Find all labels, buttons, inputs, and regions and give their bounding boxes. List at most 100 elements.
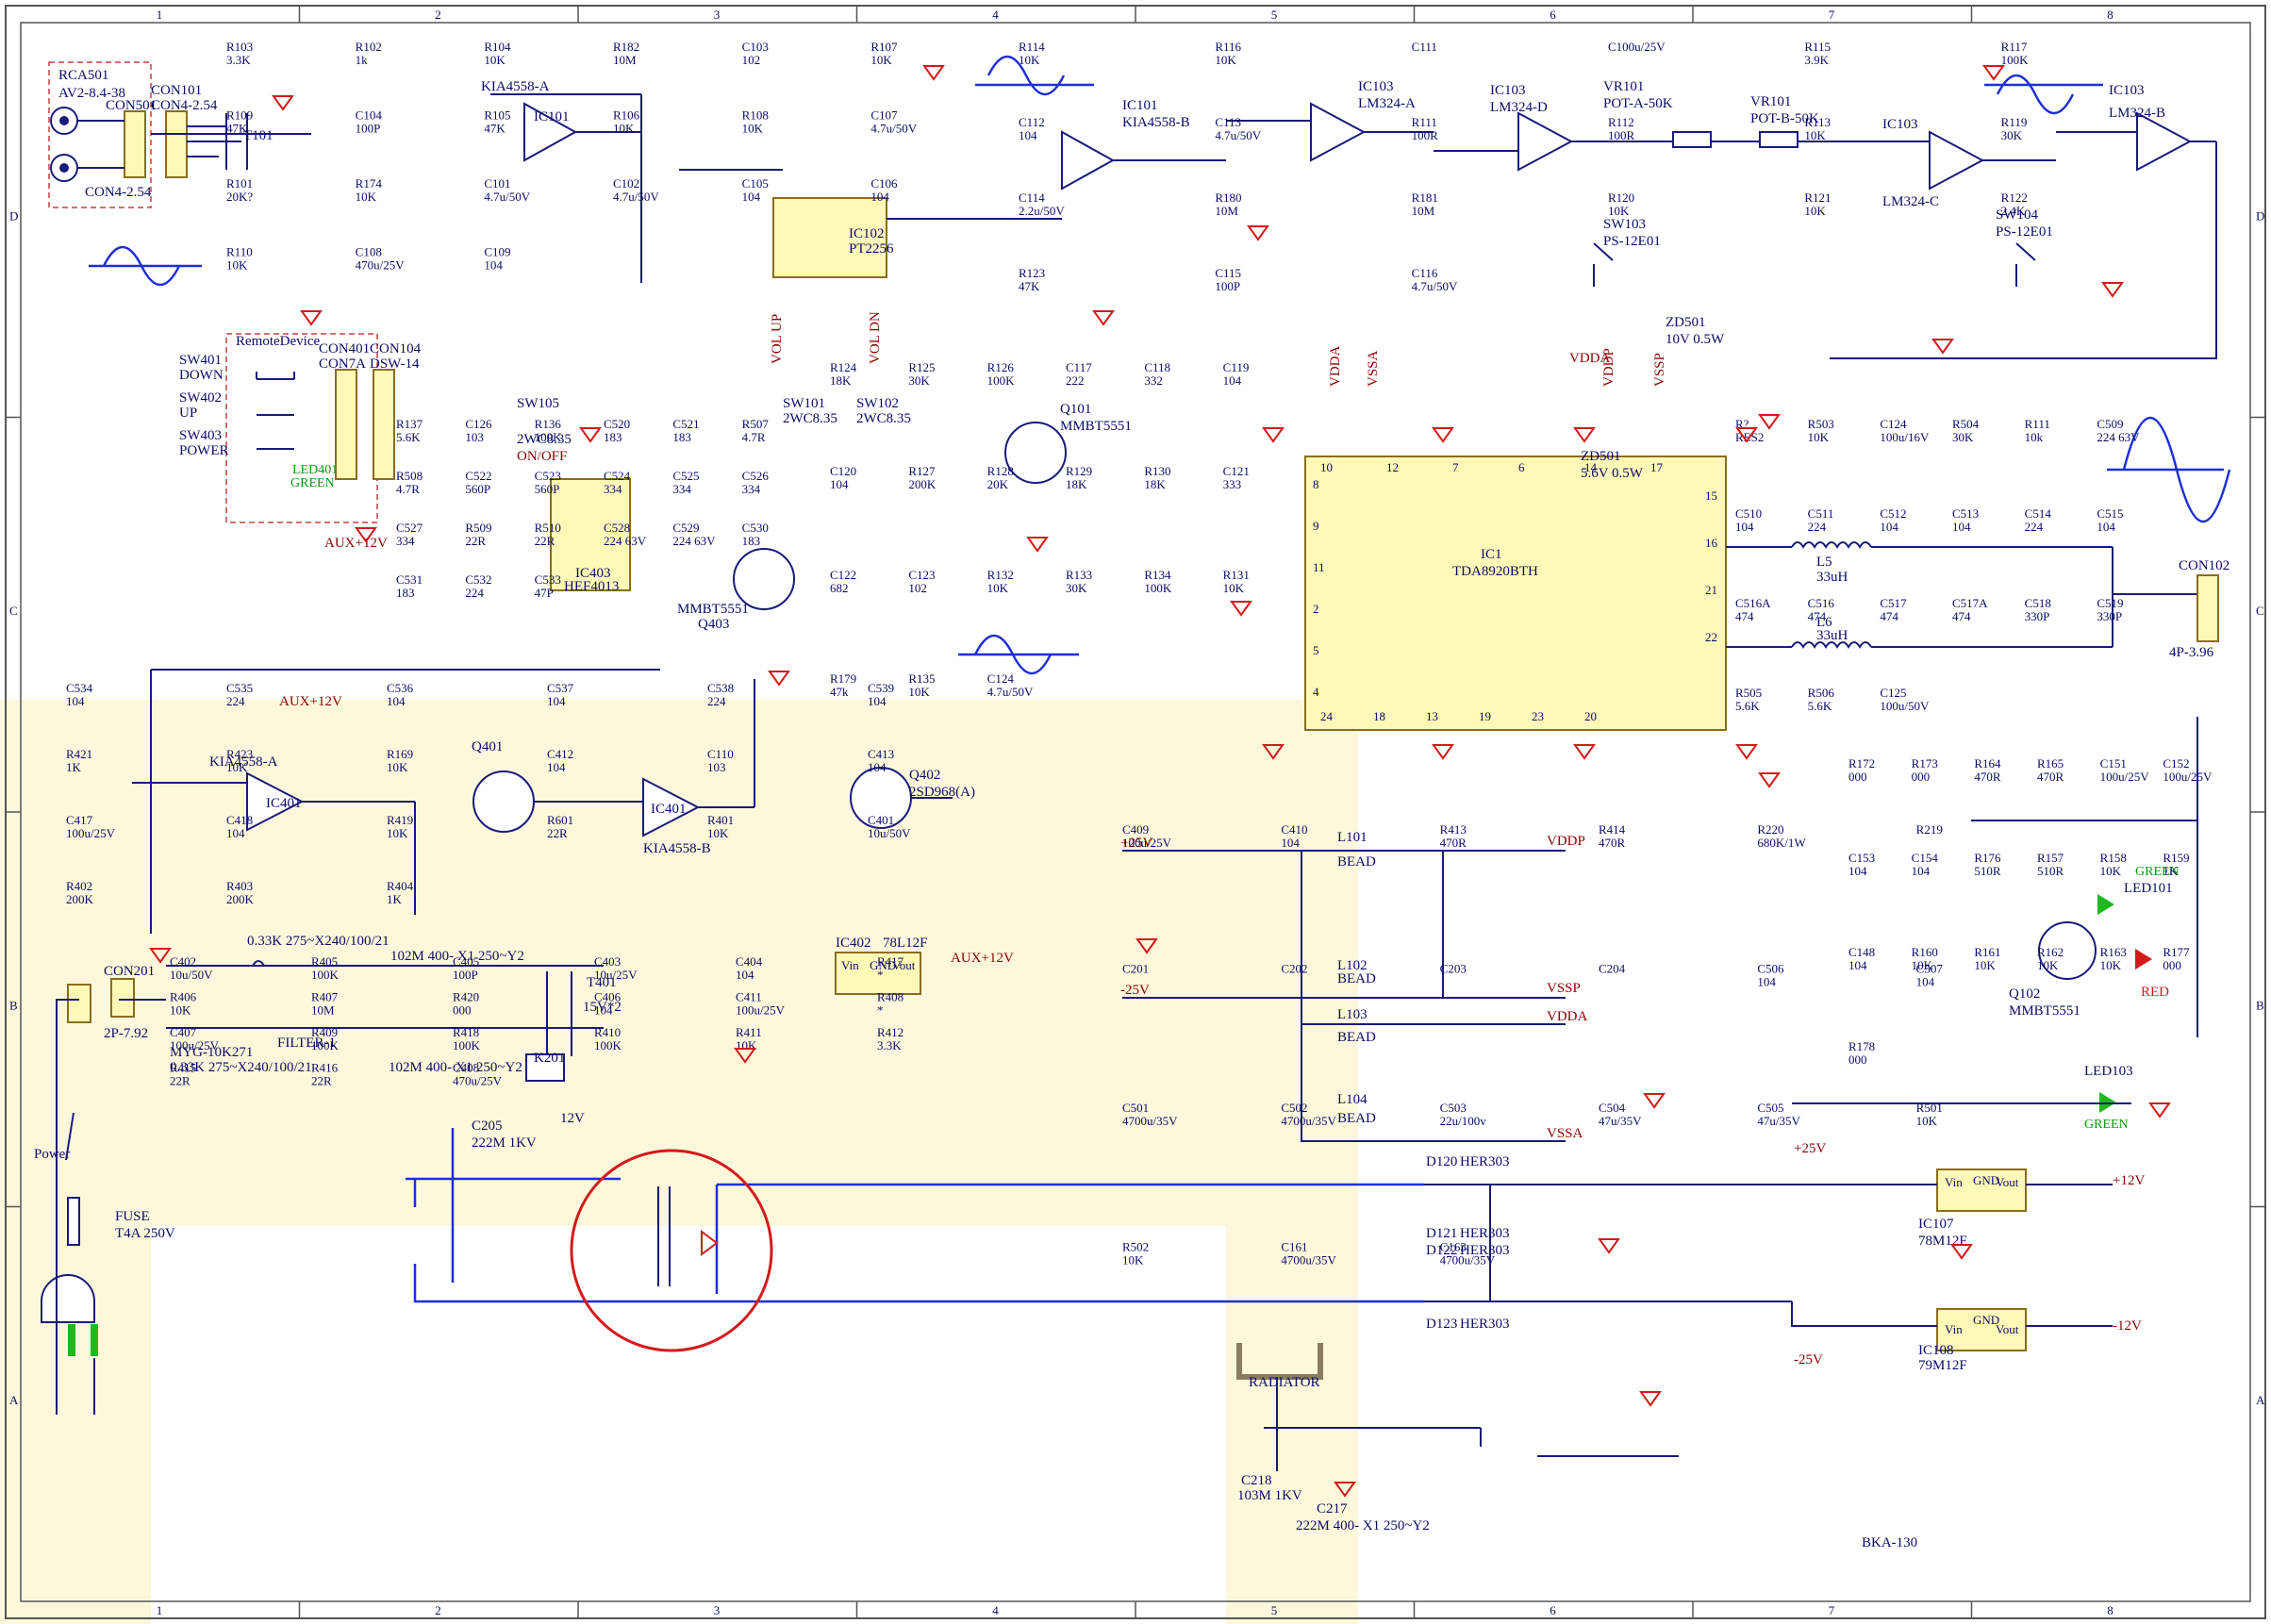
component-value: 10K: [1122, 1253, 1144, 1268]
component-ref: C516A: [1735, 596, 1771, 610]
d120-ref: D120: [1426, 1154, 1457, 1169]
ground-symbol: [768, 671, 790, 687]
component-ref: C115: [1215, 266, 1241, 280]
component-ref: R104: [484, 40, 511, 54]
con501-part: CON4-2.54: [85, 185, 152, 200]
component-value: 470R: [1974, 770, 2001, 784]
component-value: 560P: [465, 482, 490, 496]
component-ref: C516: [1808, 596, 1835, 610]
component-value: 224: [2025, 520, 2044, 534]
remote-label: RemoteDevice: [236, 334, 320, 349]
component-value: 104: [1757, 975, 1776, 989]
ic401b-opamp: [642, 777, 701, 837]
q401-transistor: [472, 771, 535, 833]
zd501b-part: 5.6V 0.5W: [1581, 466, 1644, 481]
component-value: 104: [594, 1003, 613, 1018]
frame-grid-ticks: [6, 6, 2265, 1618]
component-ref: C409: [1122, 822, 1149, 837]
ground-symbol: [1247, 225, 1269, 241]
l5-value: 33uH: [1816, 570, 1848, 585]
component-value: 474: [1880, 609, 1898, 623]
component-ref: C154: [1912, 851, 1939, 865]
component-value: 10K: [356, 190, 377, 204]
con102-ref: CON102: [2179, 558, 2230, 573]
component-ref: C109: [484, 245, 510, 259]
component-ref: C108: [356, 245, 382, 259]
frame-row-label: B: [9, 998, 18, 1012]
ic1-pin-left: 5: [1313, 643, 1319, 657]
component-value: 200K: [908, 477, 937, 491]
component-ref: R181: [1412, 191, 1438, 205]
component-ref: R182: [613, 40, 639, 54]
drawing-number: BKA-130: [1862, 1535, 1917, 1550]
ground-symbol: [1334, 1482, 1356, 1498]
highlight-circle: [570, 1149, 773, 1352]
led103-color: GREEN: [2084, 1118, 2129, 1132]
ic403-ref: IC403: [575, 566, 611, 581]
component-value: 470R: [2037, 770, 2064, 784]
component-value: 10K: [170, 1003, 191, 1018]
ground-symbol: [734, 1048, 756, 1064]
relay-voltage: 12V: [560, 1111, 585, 1126]
component-ref: R418: [453, 1025, 479, 1039]
frame-row-label: A: [2256, 1393, 2265, 1407]
component-ref: R510: [535, 521, 561, 535]
component-value: 104: [742, 190, 761, 204]
ic103a-ref: IC103: [1358, 79, 1394, 94]
ground-symbol: [1931, 339, 1954, 355]
frame-col-label: 5: [1271, 1603, 1278, 1617]
radiator-label: RADIATOR: [1249, 1375, 1320, 1390]
ic401b-part: KIA4558-B: [643, 841, 711, 856]
ic1-pin-right: 22: [1705, 630, 1717, 644]
led102-diode: [2135, 949, 2152, 969]
component-ref: C501: [1122, 1101, 1149, 1115]
ic1-pin-bottom: 13: [1426, 709, 1438, 723]
rca-jack-2-center: [59, 163, 69, 173]
component-value: 510R: [2037, 864, 2064, 878]
component-ref: C101: [484, 176, 510, 191]
component-ref: R128: [987, 464, 1014, 478]
frame-col-label: 4: [992, 8, 999, 22]
component-value: 47u/35V: [1599, 1114, 1642, 1128]
ground-symbol: [922, 65, 945, 81]
component-ref: R106: [613, 108, 640, 123]
wave-top-1: [975, 55, 1094, 96]
frame-col-label: 8: [2107, 1603, 2114, 1617]
component-ref: R127: [908, 464, 936, 478]
component-ref: C527: [396, 521, 423, 535]
ic1-pin-top: 14: [1584, 460, 1598, 474]
component-value: 4.7u/50V: [1412, 279, 1458, 293]
component-ref: R406: [170, 990, 197, 1004]
component-ref: R415: [170, 1061, 196, 1075]
component-value: 104: [1735, 520, 1754, 534]
component-value: 470R: [1440, 836, 1467, 850]
t101-label: T101: [243, 128, 274, 143]
sw402-label: UP: [179, 406, 197, 421]
component-value: 474: [1735, 609, 1754, 623]
component-ref: R110: [226, 245, 253, 259]
component-value: 100K: [2001, 53, 2030, 67]
component-ref: C520: [604, 417, 630, 431]
rail-vssp-top: VSSP: [1652, 353, 1667, 387]
component-value: 2.2u/50V: [1019, 204, 1065, 218]
component-value: 100u/25V: [2100, 770, 2150, 784]
component-ref: R123: [1019, 266, 1045, 280]
frame-row-label: C: [9, 604, 18, 618]
component-ref: R158: [2100, 851, 2127, 865]
component-value: 104: [547, 694, 566, 708]
frame-col-label: 6: [1550, 1603, 1556, 1617]
component-ref: C510: [1735, 506, 1762, 521]
component-value: 1K: [387, 892, 403, 906]
component-value: 30K: [1952, 430, 1974, 444]
ic1-pin-left: 2: [1313, 602, 1319, 616]
ic402-vin: Vin: [841, 958, 859, 972]
component-value: 1K: [66, 760, 82, 774]
rca501-part: AV2-8.4-38: [58, 86, 125, 101]
component-value: 103: [465, 430, 484, 444]
rail-p12: +12V: [2113, 1173, 2145, 1188]
ic103a-part: LM324-A: [1358, 96, 1416, 111]
ic1-pin-bottom: 23: [1532, 709, 1544, 723]
ic401a-opamp: [246, 771, 305, 832]
component-ref: R416: [311, 1061, 339, 1075]
l101-ref: L101: [1337, 830, 1368, 845]
